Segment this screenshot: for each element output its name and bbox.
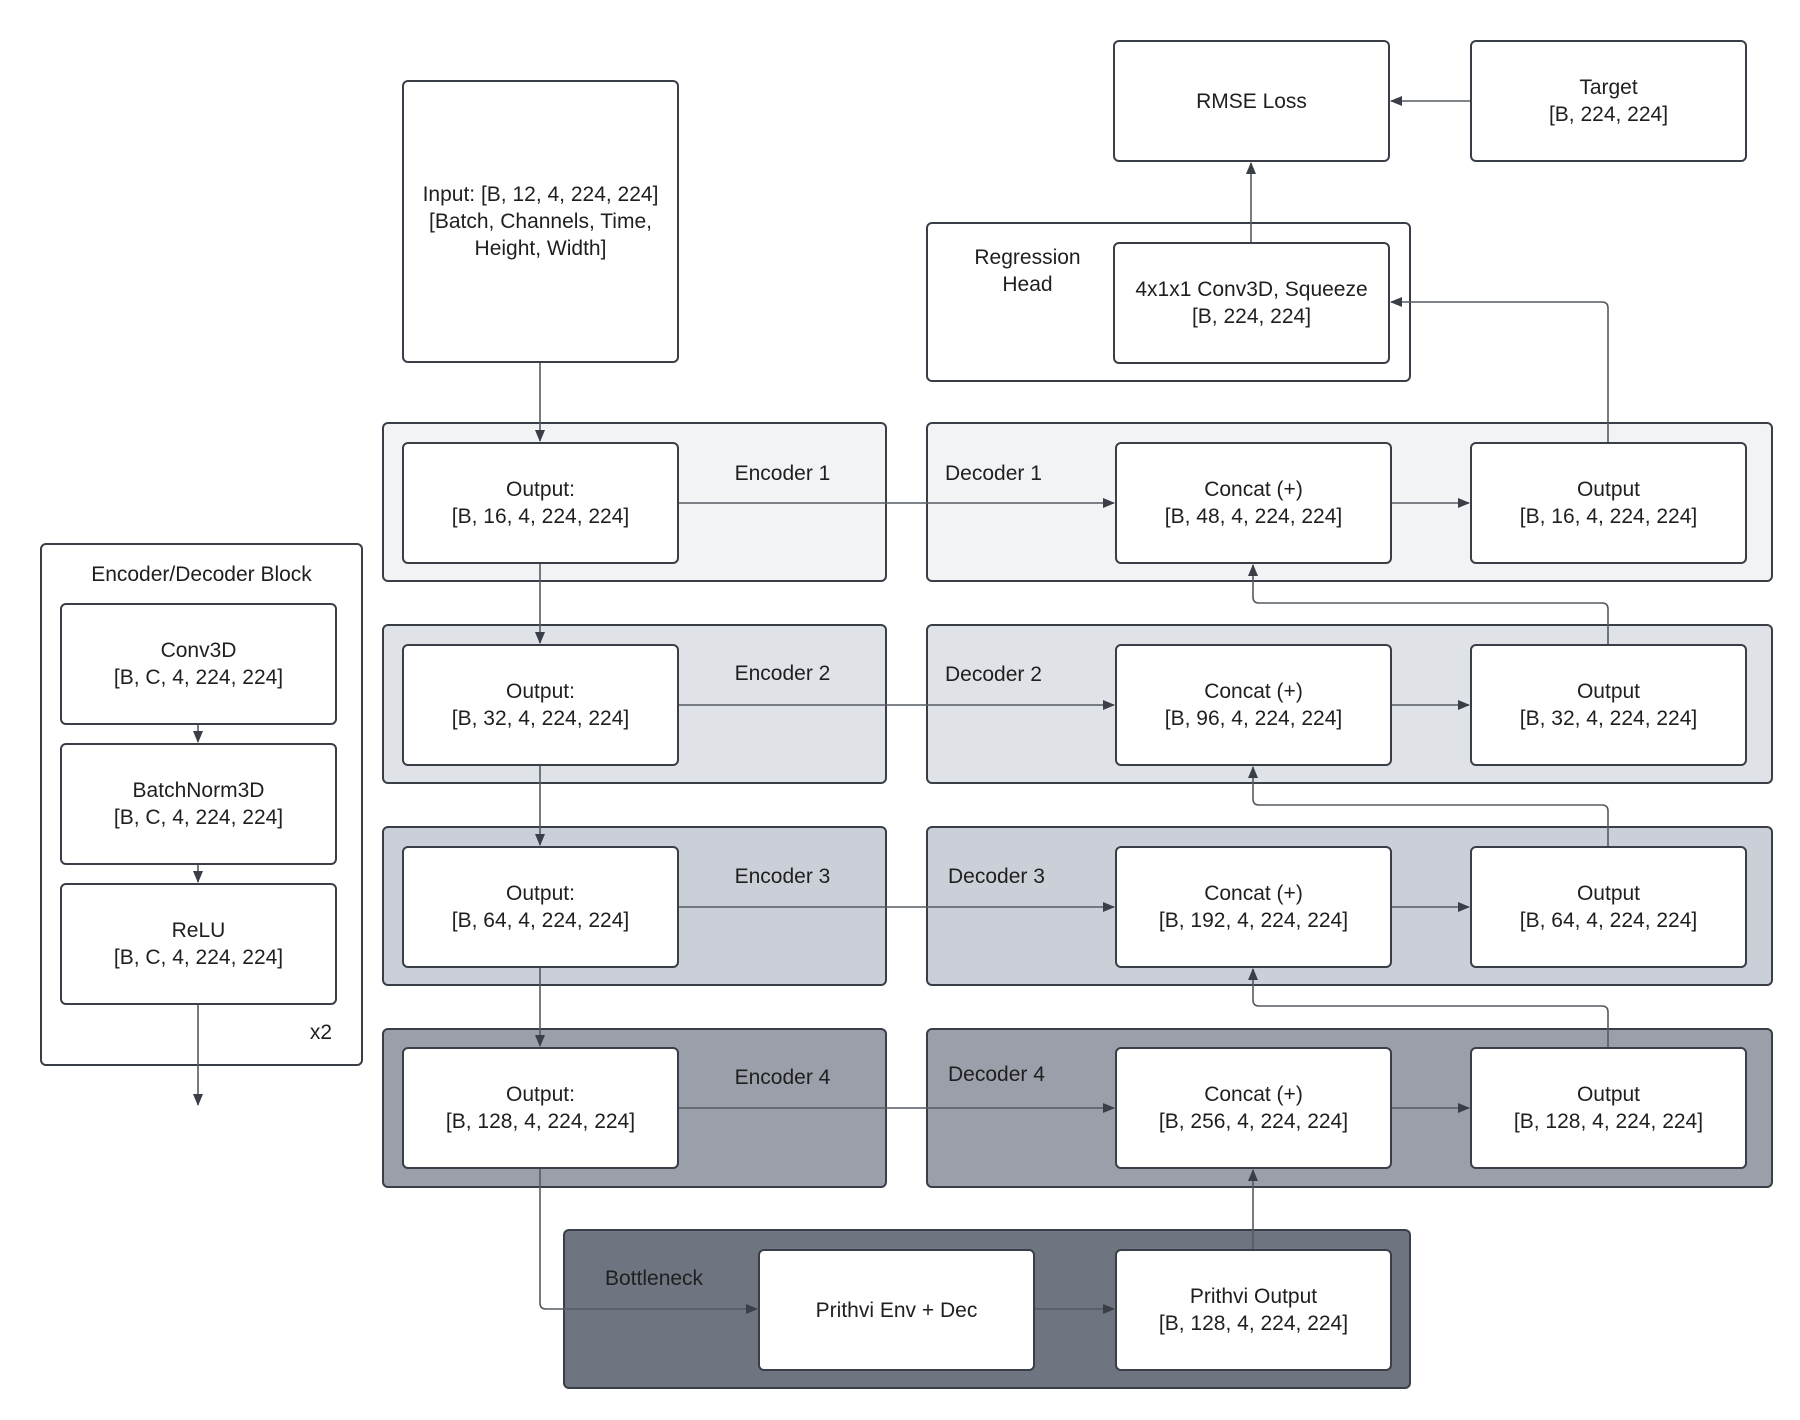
decoder-3-concat-box: Concat (+) [B, 192, 4, 224, 224]	[1115, 846, 1392, 968]
encoder-4-output-box: Output: [B, 128, 4, 224, 224]	[402, 1047, 679, 1169]
regression-conv-box: 4x1x1 Conv3D, Squeeze [B, 224, 224]	[1113, 242, 1390, 364]
encoder-2-label: Encoder 2	[734, 662, 831, 685]
repeat-count-label: x2	[309, 1021, 332, 1044]
decoder-4-label: Decoder 4	[948, 1063, 1045, 1086]
arrow-output-1-to-regression-head	[1390, 297, 1609, 442]
bottleneck-label: Bottleneck	[605, 1267, 704, 1290]
encoder-1-output-box: Output: [B, 16, 4, 224, 224]	[402, 442, 679, 564]
encoder-1-label: Encoder 1	[734, 462, 831, 485]
batchnorm3d-box: BatchNorm3D [B, C, 4, 224, 224]	[60, 743, 337, 865]
regression-head-label: Regression Head	[974, 246, 1081, 296]
relu-box: ReLU [B, C, 4, 224, 224]	[60, 883, 337, 1005]
prithvi-output-box: Prithvi Output [B, 128, 4, 224, 224]	[1115, 1249, 1392, 1371]
encoder-3-output-box: Output: [B, 64, 4, 224, 224]	[402, 846, 679, 968]
decoder-2-label: Decoder 2	[945, 663, 1042, 686]
decoder-1-label: Decoder 1	[945, 462, 1042, 485]
encoder-4-label: Encoder 4	[734, 1066, 831, 1089]
encoder-3-label: Encoder 3	[734, 865, 831, 888]
encoder-decoder-block-title: Encoder/Decoder Block	[91, 563, 312, 586]
decoder-1-output-box: Output [B, 16, 4, 224, 224]	[1470, 442, 1747, 564]
encoder-2-output-box: Output: [B, 32, 4, 224, 224]	[402, 644, 679, 766]
conv3d-box: Conv3D [B, C, 4, 224, 224]	[60, 603, 337, 725]
target-box: Target [B, 224, 224]	[1470, 40, 1747, 162]
decoder-2-output-box: Output [B, 32, 4, 224, 224]	[1470, 644, 1747, 766]
decoder-4-output-box: Output [B, 128, 4, 224, 224]	[1470, 1047, 1747, 1169]
decoder-3-output-box: Output [B, 64, 4, 224, 224]	[1470, 846, 1747, 968]
input-box: Input: [B, 12, 4, 224, 224] [Batch, Chan…	[402, 80, 679, 363]
decoder-3-label: Decoder 3	[948, 865, 1045, 888]
decoder-1-concat-box: Concat (+) [B, 48, 4, 224, 224]	[1115, 442, 1392, 564]
prithvi-box: Prithvi Env + Dec	[758, 1249, 1035, 1371]
decoder-4-concat-box: Concat (+) [B, 256, 4, 224, 224]	[1115, 1047, 1392, 1169]
rmse-loss-box: RMSE Loss	[1113, 40, 1390, 162]
decoder-2-concat-box: Concat (+) [B, 96, 4, 224, 224]	[1115, 644, 1392, 766]
